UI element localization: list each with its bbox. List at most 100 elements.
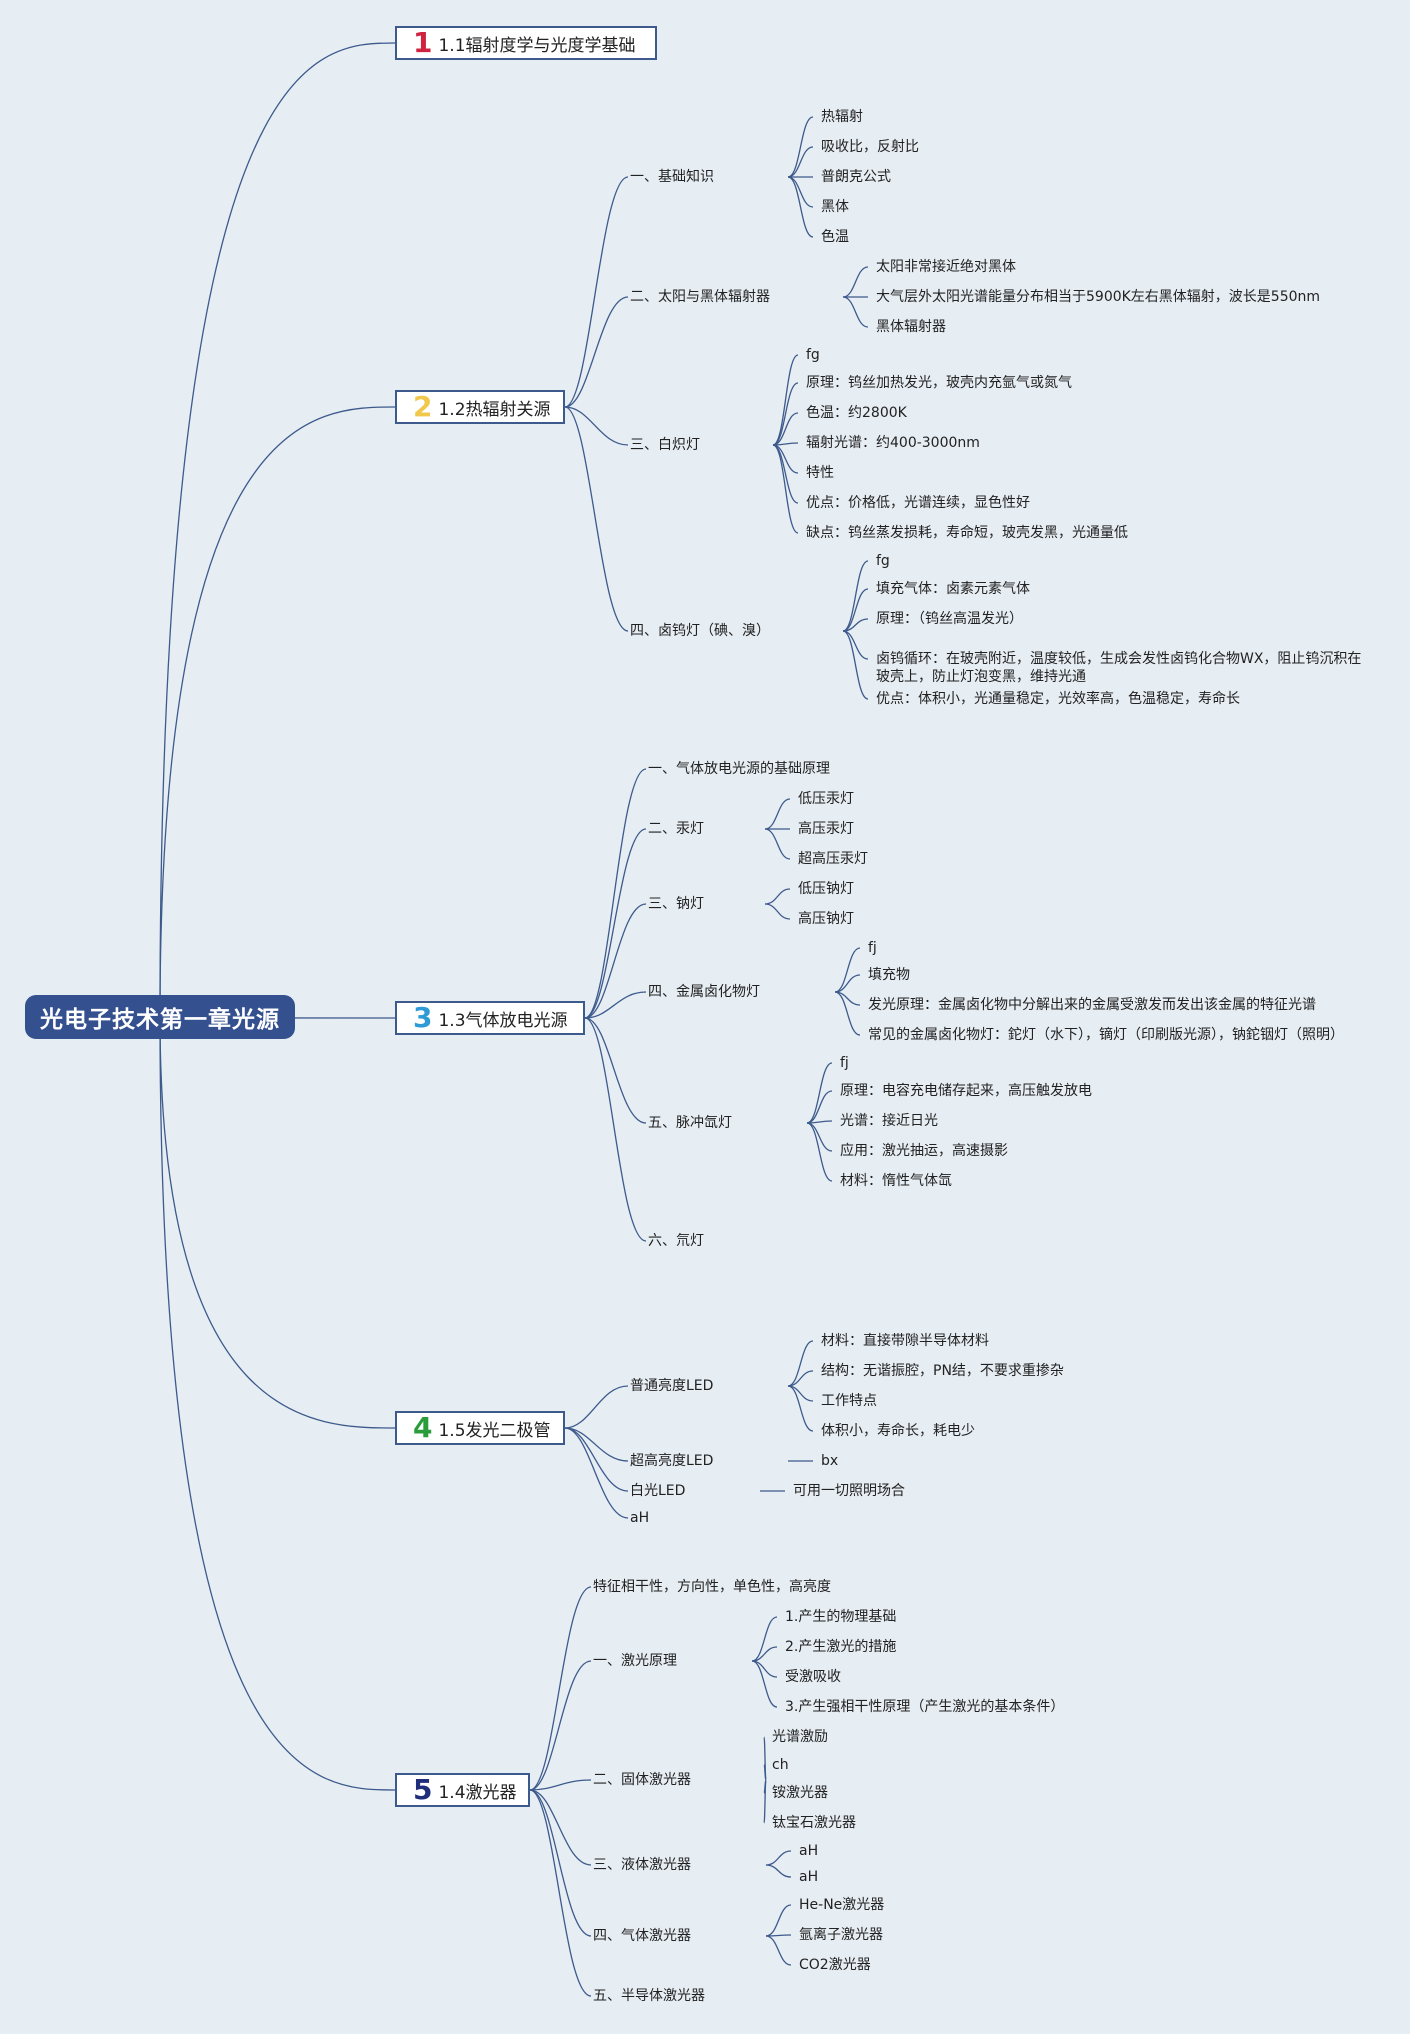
connector xyxy=(834,991,861,1036)
branch-node[interactable]: 四、金属卤化物灯 xyxy=(648,984,760,1000)
leaf-node[interactable]: aH xyxy=(799,1869,819,1885)
connector xyxy=(834,947,861,993)
leaf-node[interactable]: 材料：直接带隙半导体材料 xyxy=(821,1333,989,1349)
leaf-node[interactable]: fj xyxy=(840,1055,849,1071)
connector xyxy=(584,828,647,1019)
leaf-node[interactable]: 大气层外太阳光谱能量分布相当于5900K左右黑体辐射，波长是550nm xyxy=(876,289,1321,305)
leaf-node[interactable]: 应用：激光抽运，高速摄影 xyxy=(840,1143,1008,1159)
leaf-node[interactable]: aH xyxy=(799,1843,819,1859)
leaf-node[interactable]: 黑体辐射器 xyxy=(876,319,946,335)
leaf-node[interactable]: 辐射光谱：约400-3000nm xyxy=(806,435,980,451)
branch-node[interactable]: 五、半导体激光器 xyxy=(593,1988,705,2004)
leaf-node[interactable]: 材料：惰性气体氙 xyxy=(840,1173,952,1189)
connector xyxy=(764,828,791,860)
connector xyxy=(842,630,869,660)
leaf-node[interactable]: 填充物 xyxy=(868,967,910,983)
connector xyxy=(842,618,869,632)
leaf-node[interactable]: 氩离子激光器 xyxy=(799,1927,883,1943)
branch-node[interactable]: 六、氘灯 xyxy=(648,1233,704,1249)
leaf-node[interactable]: 光谱激励 xyxy=(772,1729,828,1745)
connector xyxy=(787,1340,814,1387)
leaf-node[interactable]: 工作特点 xyxy=(821,1393,877,1409)
leaf-node[interactable]: 填充气体：卤素元素气体 xyxy=(876,581,1030,597)
leaf-node[interactable]: 原理：电容充电储存起来，高压触发放电 xyxy=(840,1083,1092,1099)
leaf-node[interactable]: fg xyxy=(876,553,890,569)
leaf-node[interactable]: 色温 xyxy=(821,229,849,245)
leaf-node[interactable]: 优点：体积小，光通量稳定，光效率高，色温稳定，寿命长 xyxy=(876,691,1240,707)
branch-node[interactable]: 一、激光原理 xyxy=(593,1653,677,1669)
branch-node[interactable]: 四、卤钨灯（碘、溴） xyxy=(630,623,770,639)
leaf-node[interactable]: 优点：价格低，光谱连续，显色性好 xyxy=(806,495,1030,511)
branch-node[interactable]: 五、脉冲氙灯 xyxy=(648,1115,732,1131)
branch-node[interactable]: 普通亮度LED xyxy=(630,1378,714,1394)
leaf-node[interactable]: 普朗克公式 xyxy=(821,169,891,185)
branch-node[interactable]: 三、液体激光器 xyxy=(593,1857,691,1873)
connector xyxy=(764,798,791,830)
leaf-node[interactable]: 可用一切照明场合 xyxy=(793,1483,905,1499)
leaf-node[interactable]: 色温：约2800K xyxy=(806,405,907,421)
leaf-node[interactable]: 受激吸收 xyxy=(785,1669,841,1685)
leaf-node[interactable]: 2.产生激光的措施 xyxy=(785,1639,897,1655)
branch-node[interactable]: 三、白炽灯 xyxy=(630,437,700,453)
branch-node[interactable]: aH xyxy=(630,1510,650,1526)
section-number: 5 xyxy=(413,1773,433,1806)
connector xyxy=(806,1062,833,1124)
branch-node[interactable]: 三、钠灯 xyxy=(648,896,704,912)
leaf-node[interactable]: 特性 xyxy=(806,465,834,481)
leaf-node[interactable]: 高压钠灯 xyxy=(798,911,854,927)
branch-node[interactable]: 特征相干性，方向性，单色性，高亮度 xyxy=(593,1579,831,1595)
connector xyxy=(765,1864,792,1878)
connector xyxy=(842,588,869,632)
leaf-node[interactable]: 钛宝石激光器 xyxy=(772,1815,856,1831)
connector xyxy=(842,266,869,298)
leaf-node[interactable]: 太阳非常接近绝对黑体 xyxy=(876,259,1016,275)
leaf-node[interactable]: 热辐射 xyxy=(821,109,863,125)
leaf-node[interactable]: 吸收比，反射比 xyxy=(821,139,919,155)
branch-node[interactable]: 二、固体激光器 xyxy=(593,1772,691,1788)
section-label: 1.1辐射度学与光度学基础 xyxy=(438,35,636,56)
connector xyxy=(834,974,861,993)
leaf-node[interactable]: 发光原理：金属卤化物中分解出来的金属受激发而发出该金属的特征光谱 xyxy=(868,997,1316,1013)
leaf-node[interactable]: He-Ne激光器 xyxy=(799,1897,885,1913)
leaf-node[interactable]: 铵激光器 xyxy=(772,1785,828,1801)
leaf-node[interactable]: 缺点：钨丝蒸发损耗，寿命短，玻壳发黑，光通量低 xyxy=(806,525,1128,541)
leaf-node[interactable]: CO2激光器 xyxy=(799,1957,871,1973)
leaf-node[interactable]: 常见的金属卤化物灯：鉈灯（水下），镝灯（印刷版光源），钠鉈铟灯（照明） xyxy=(868,1027,1344,1043)
leaf-node[interactable]: 1.产生的物理基础 xyxy=(785,1609,897,1625)
leaf-node[interactable]: 结构：无谐振腔，PN结，不要求重掺杂 xyxy=(821,1363,1064,1379)
branch-node[interactable]: 四、气体激光器 xyxy=(593,1928,691,1944)
branch-node[interactable]: 超高亮度LED xyxy=(630,1453,714,1469)
branch-node[interactable]: 白光LED xyxy=(630,1483,686,1499)
leaf-node[interactable]: 卤钨循环：在玻壳附近，温度较低，生成会发性卤钨化合物WX，阻止钨沉积在玻壳上，防… xyxy=(876,651,1362,685)
leaf-node[interactable]: 低压汞灯 xyxy=(798,791,854,807)
branch-node[interactable]: 一、气体放电光源的基础原理 xyxy=(648,761,830,777)
connector xyxy=(772,382,799,446)
leaf-node[interactable]: 高压汞灯 xyxy=(798,821,854,837)
leaf-node[interactable]: fg xyxy=(806,347,820,363)
root-node[interactable]: 光电子技术第一章光源 xyxy=(25,995,295,1039)
leaf-node[interactable]: fj xyxy=(868,940,877,956)
leaf-node[interactable]: bx xyxy=(821,1453,839,1469)
branch-node[interactable]: 二、太阳与黑体辐射器 xyxy=(630,289,770,305)
leaf-node[interactable]: 3.产生强相干性原理（产生激光的基本条件） xyxy=(785,1699,1065,1715)
leaf-node[interactable]: 黑体 xyxy=(821,199,849,215)
leaf-node[interactable]: 光谱：接近日光 xyxy=(840,1113,938,1129)
connector xyxy=(529,1779,592,1791)
branch-node[interactable]: 二、汞灯 xyxy=(648,821,704,837)
leaf-node[interactable]: 低压钠灯 xyxy=(798,881,854,897)
connector xyxy=(529,1789,592,1997)
connector xyxy=(763,1779,767,1824)
connector xyxy=(584,768,647,1019)
leaf-node[interactable]: 体积小，寿命长，耗电少 xyxy=(821,1423,975,1439)
leaf-node[interactable]: 原理：钨丝加热发光，玻壳内充氩气或氮气 xyxy=(806,375,1072,391)
leaf-node[interactable]: ch xyxy=(772,1757,789,1773)
connector xyxy=(584,991,647,1019)
leaf-node[interactable]: 超高压汞灯 xyxy=(798,851,868,867)
leaf-node[interactable]: 原理：（钨丝高温发光） xyxy=(876,611,1023,627)
branch-node[interactable]: 一、基础知识 xyxy=(630,169,714,185)
